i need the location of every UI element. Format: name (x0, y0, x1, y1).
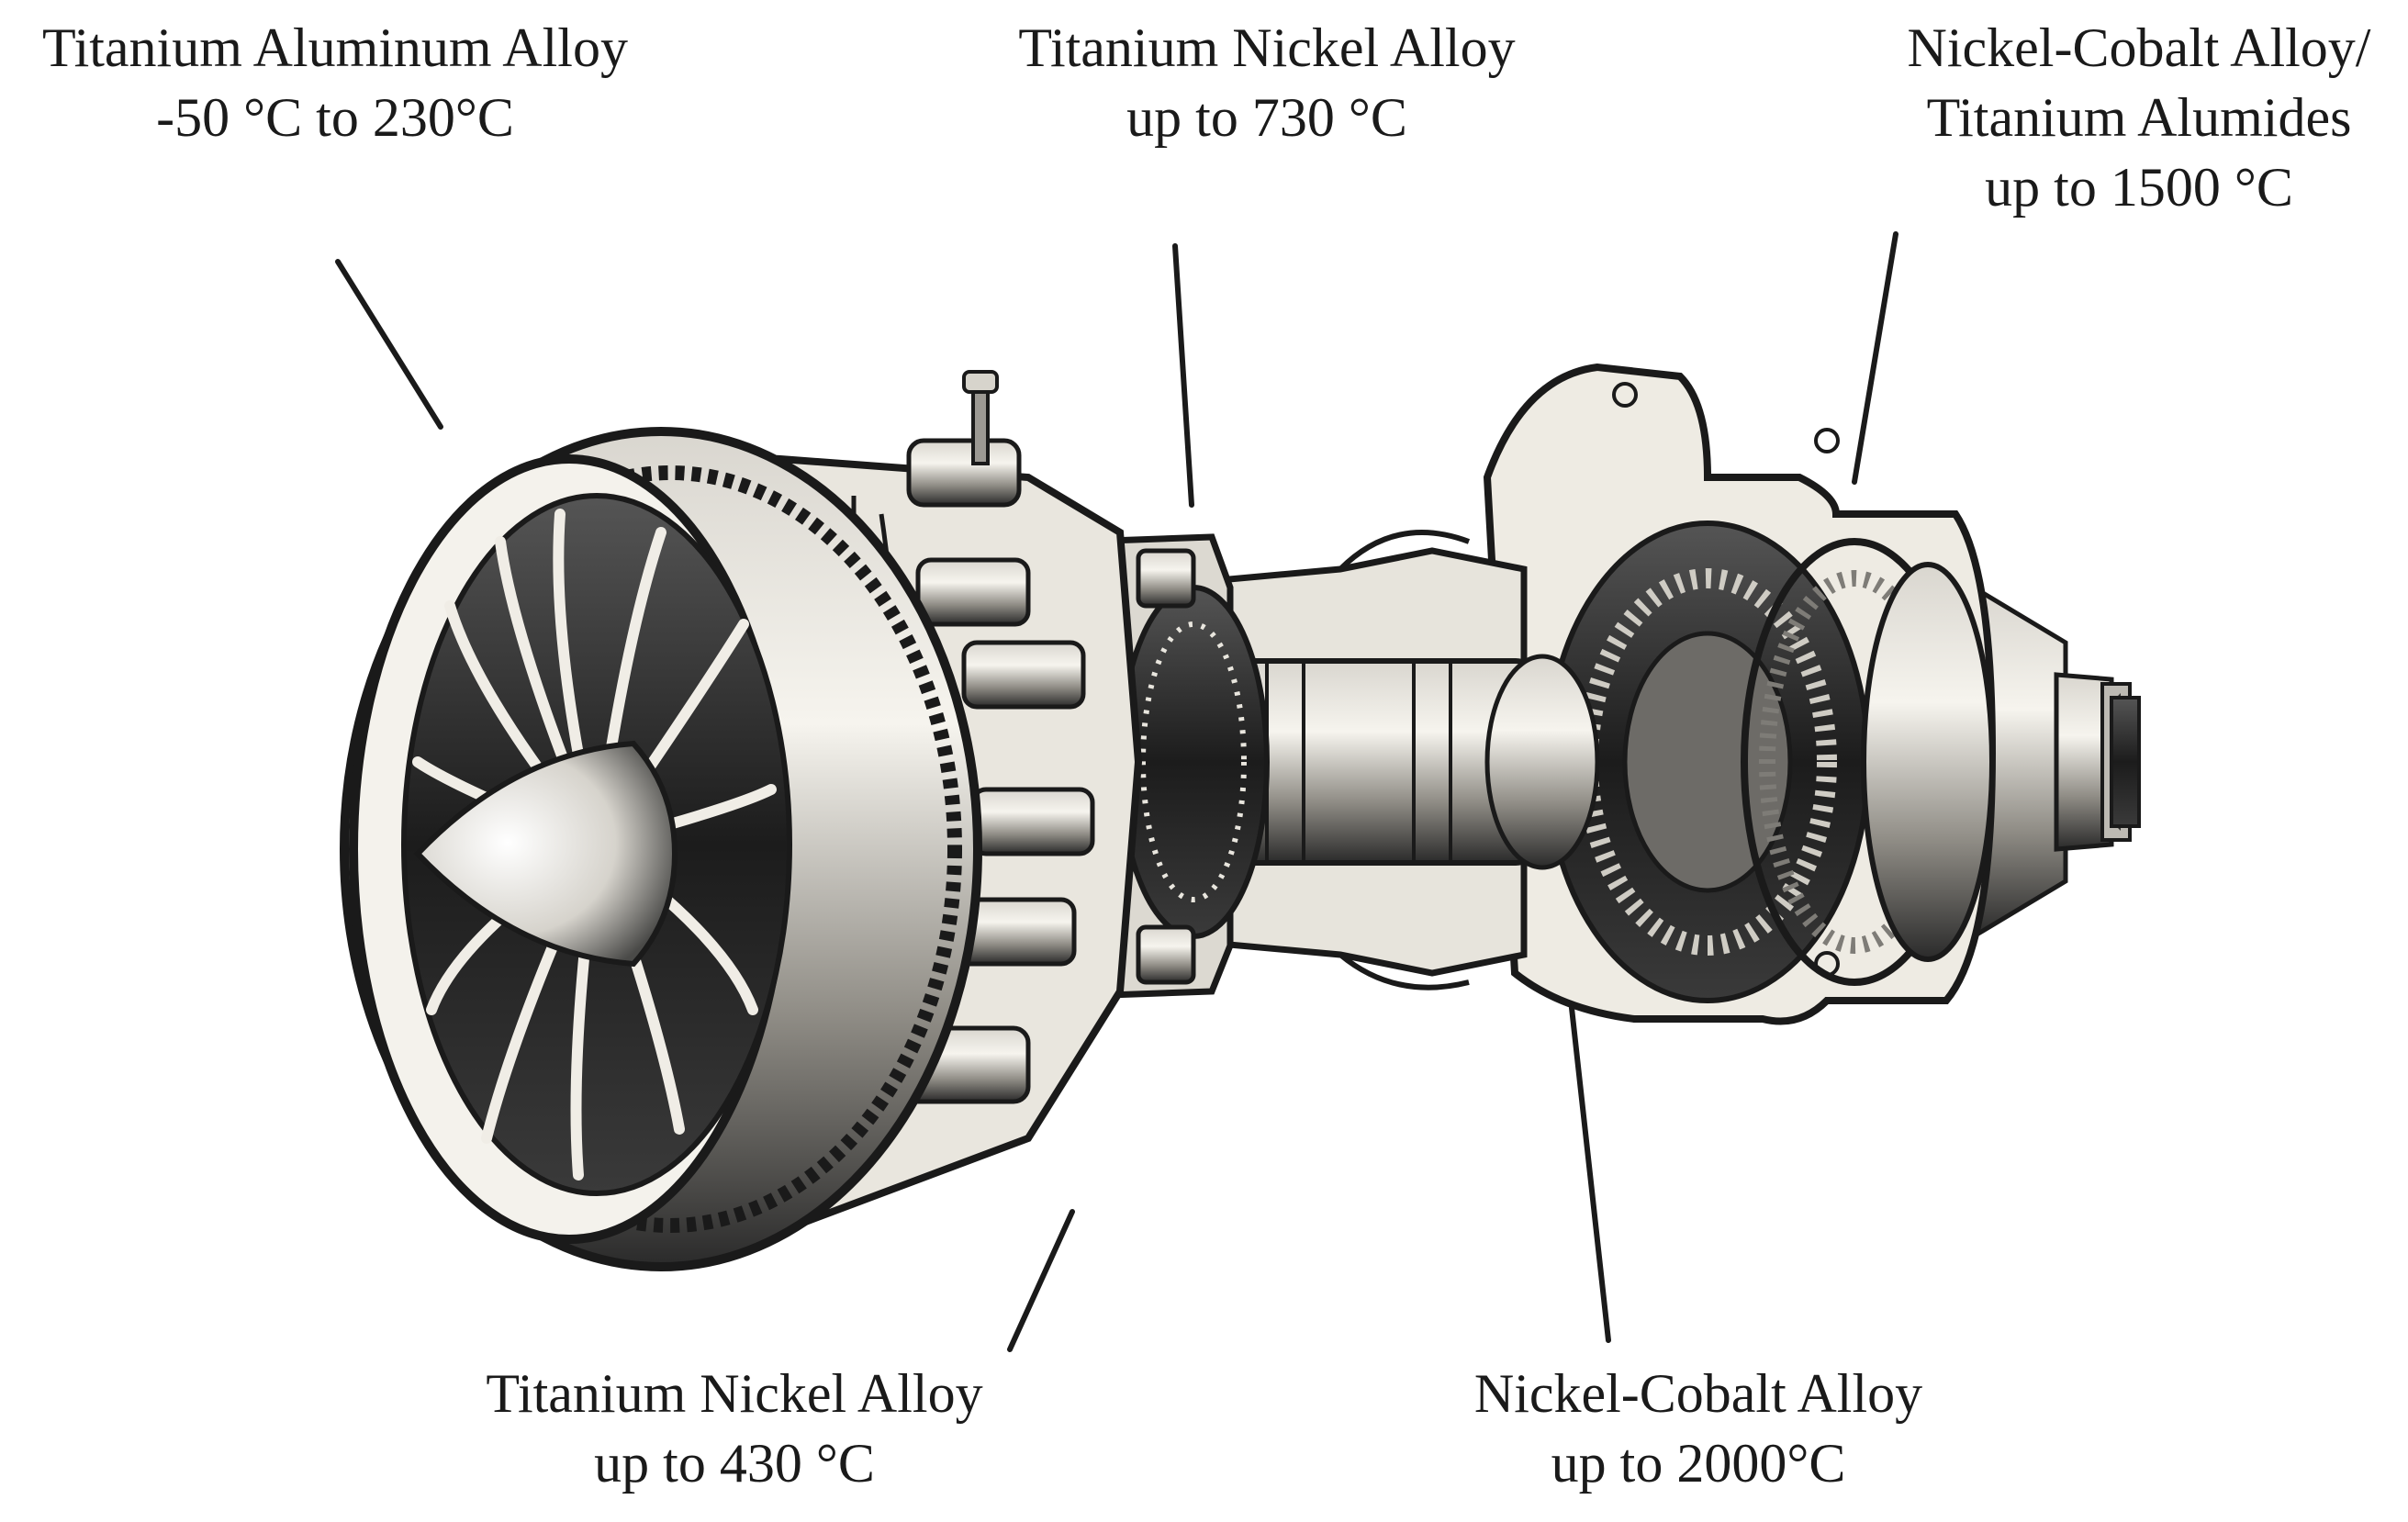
exhaust-nozzle (1971, 583, 2141, 941)
lpc-material-name: Titanium Nickel Alloy (486, 1363, 983, 1424)
leader-line-fan (335, 259, 443, 430)
hpc-temperature-range: up to 730 °C (1126, 87, 1407, 148)
leader-line-turbine (1852, 231, 1898, 485)
turbine-temperature-range: up to 1500 °C (1985, 157, 2293, 218)
turbine-material-label: Nickel-Cobalt Alloy/ Titanium Alumides u… (1873, 13, 2405, 222)
turbine-material-name-1: Nickel-Cobalt Alloy/ (1907, 17, 2371, 78)
fan-material-label: Titanium Aluminum Alloy -50 °C to 230°C (9, 13, 661, 152)
fan-material-name: Titanium Aluminum Alloy (42, 17, 628, 78)
leader-line-hpc (1172, 243, 1194, 508)
lpc-material-label: Titanium Nickel Alloy up to 430 °C (431, 1359, 1037, 1498)
leader-line-combustor (1569, 1005, 1611, 1343)
hpc-material-name: Titanium Nickel Alloy (1018, 17, 1516, 78)
fan-section (340, 427, 982, 1271)
lpc-temperature-range: up to 430 °C (594, 1433, 875, 1494)
combustor-material-label: Nickel-Cobalt Alloy up to 2000°C (1414, 1359, 1983, 1498)
spinner-cone (413, 740, 678, 968)
turbine-section (1483, 363, 1997, 1025)
combustor-material-name: Nickel-Cobalt Alloy (1473, 1363, 1923, 1424)
fan-temperature-range: -50 °C to 230°C (156, 87, 514, 148)
leader-line-lpc (1007, 1209, 1075, 1352)
leader-lines (335, 231, 1898, 1352)
combustor-temperature-range: up to 2000°C (1551, 1433, 1846, 1494)
turbine-material-name-2: Titanium Alumides (1926, 87, 2352, 148)
hpc-material-label: Titanium Nickel Alloy up to 730 °C (964, 13, 1570, 152)
